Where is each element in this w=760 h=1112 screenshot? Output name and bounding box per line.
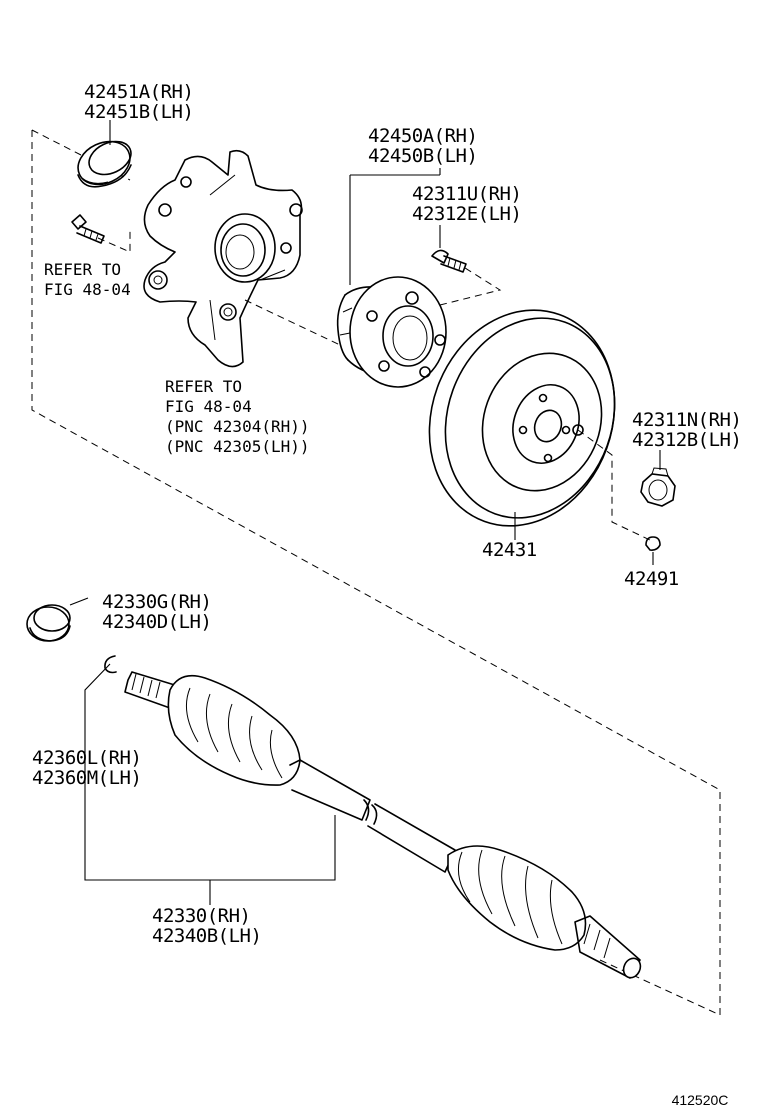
screw-42491[interactable] [645,536,661,551]
label-42450-lh: 42450B(LH) [368,145,477,167]
bolt-refer-48-04[interactable] [71,214,105,244]
label-42451-lh: 42451B(LH) [84,101,193,123]
label-refer-knuckle-4: (PNC 42305(LH)) [165,437,310,456]
label-42330g-lh: 42340D(LH) [102,611,211,633]
label-42311n-rh: 42311N(RH) [632,409,741,431]
label-refer-knuckle-2: FIG 48-04 [165,397,252,416]
label-refer-top-2: FIG 48-04 [44,280,131,299]
hub-nut-42311n[interactable] [640,467,676,507]
label-refer-knuckle-1: REFER TO [165,377,242,396]
label-refer-top-1: REFER TO [44,260,121,279]
figure-code: 412520C [672,1092,729,1108]
label-42311n-lh: 42312B(LH) [632,429,741,451]
hub-bearing-42450[interactable] [336,276,447,388]
label-42330g-rh: 42330G(RH) [102,591,211,613]
seal-42451[interactable] [71,133,137,192]
label-42330-rh: 42330(RH) [152,905,250,927]
assembly-boundary [31,129,721,1016]
drive-shaft-42330[interactable] [124,671,643,980]
label-42330-lh: 42340B(LH) [152,925,261,947]
label-42450-rh: 42450A(RH) [368,125,477,147]
dust-seal-42330g[interactable] [26,604,71,642]
steering-knuckle[interactable] [143,149,303,368]
label-42360-lh: 42360M(LH) [32,767,141,789]
label-42311u-rh: 42311U(RH) [412,183,521,205]
brake-disc-42431[interactable] [400,284,644,552]
label-42360-rh: 42360L(RH) [32,747,141,769]
leader-lines [69,120,661,905]
label-42451-rh: 42451A(RH) [84,81,193,103]
snap-ring-42360[interactable] [104,655,117,674]
hub-bolt-42311u[interactable] [431,249,467,273]
label-42431: 42431 [482,539,537,561]
label-refer-knuckle-3: (PNC 42304(RH)) [165,417,310,436]
label-42491: 42491 [624,568,679,590]
label-42311u-lh: 42312E(LH) [412,203,521,225]
